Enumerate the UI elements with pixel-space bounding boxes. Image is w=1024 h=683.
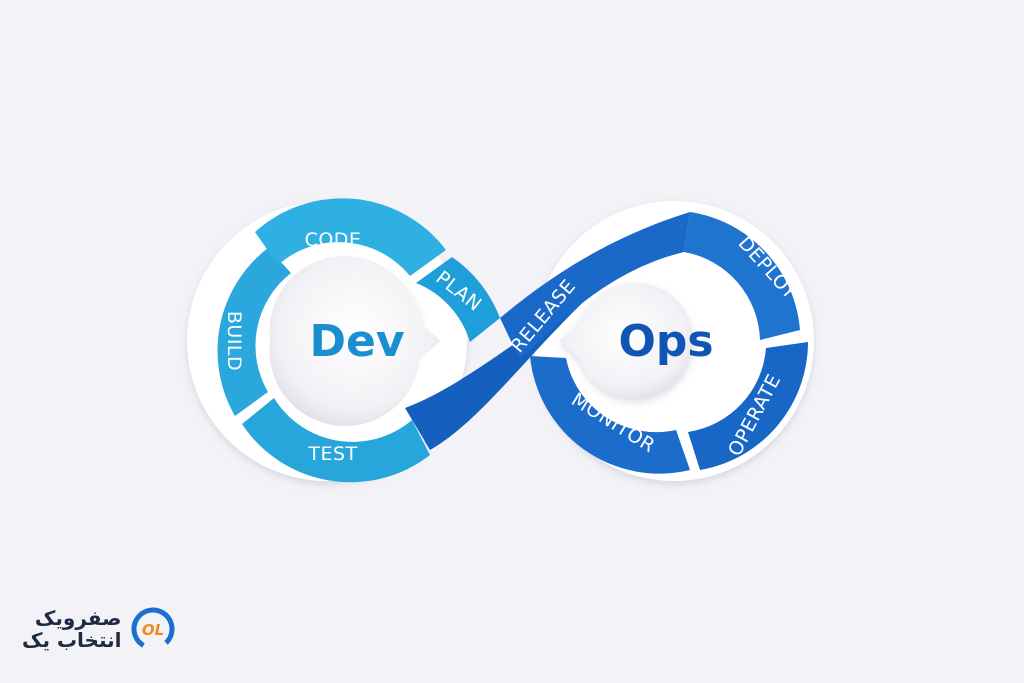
- brand-line1: صفرویک: [34, 606, 122, 630]
- dev-loop: [217, 198, 500, 483]
- deploy-segment: [684, 212, 800, 340]
- monitor-segment: [530, 356, 690, 474]
- code-segment: [255, 198, 446, 276]
- ops-loop: [530, 212, 808, 474]
- operate-segment: [688, 342, 808, 470]
- brand-logo: صفرویک انتخاب یک OL: [22, 606, 176, 652]
- build-segment: [217, 248, 291, 416]
- dev-hub: [269, 255, 440, 427]
- code-label: CODE: [305, 229, 362, 251]
- brand-line2: انتخاب یک: [22, 628, 122, 652]
- brand-mark-text: OL: [141, 621, 163, 639]
- dev-label: Dev: [309, 316, 404, 367]
- ops-label: Ops: [618, 316, 713, 367]
- plan-segment: [416, 257, 500, 342]
- brand-text: صفرویک انتخاب یک: [22, 607, 122, 651]
- test-label: TEST: [307, 443, 357, 465]
- ops-hub: [560, 282, 693, 399]
- brand-mark-icon: OL: [131, 607, 175, 651]
- release-band-edge: [500, 212, 690, 360]
- test-segment: [242, 398, 430, 483]
- build-label: BUILD: [223, 311, 245, 371]
